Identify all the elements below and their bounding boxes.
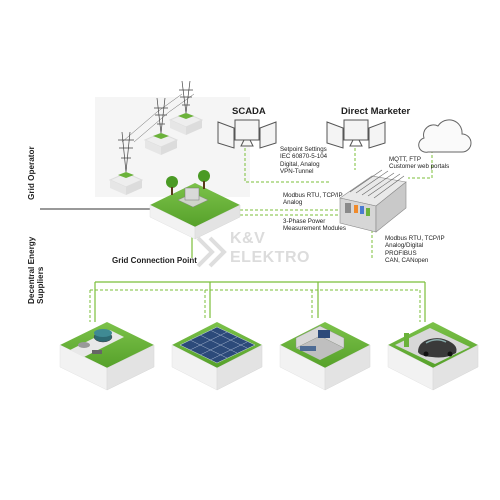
marketer-monitors — [326, 119, 386, 149]
pylon-group — [108, 80, 204, 195]
controller-device — [339, 169, 407, 233]
factory-tile — [279, 322, 371, 391]
biogas-tile — [59, 322, 155, 391]
decentral-suppliers-label: Decentral Energy Suppliers — [27, 222, 45, 304]
mqtt-ftp-label: MQTT, FTP Customer web portals — [389, 156, 450, 171]
modbus-protocols-label: Modbus RTU, TCP/IP Analog/Digital PROFIB… — [385, 235, 445, 264]
solar-tile — [171, 322, 263, 391]
modbus-analog-label: Modbus RTU, TCP/IP Analog — [283, 192, 343, 207]
direct-marketer-label: Direct Marketer — [341, 106, 411, 117]
connection-lines — [89, 148, 433, 322]
scada-monitors — [217, 119, 277, 149]
watermark-line1: K&V — [230, 230, 266, 247]
setpoint-settings-label: Setpoint Settings IEC 60870-5-104 Digita… — [280, 146, 328, 175]
decentral-suppliers-text: Decentral Energy Suppliers — [27, 236, 45, 304]
ev-tile — [387, 322, 479, 391]
grid-connection-tile — [149, 170, 241, 240]
three-phase-label: 3-Phase Power Measurement Modules — [283, 218, 346, 233]
watermark-line2: ELEKTRO — [230, 249, 310, 266]
scada-label: SCADA — [232, 106, 266, 117]
grid-operator-label: Grid Operator — [27, 146, 36, 200]
grid-connection-point-label: Grid Connection Point — [112, 256, 197, 265]
power-lines — [94, 232, 426, 322]
cloud-icon — [418, 119, 472, 153]
